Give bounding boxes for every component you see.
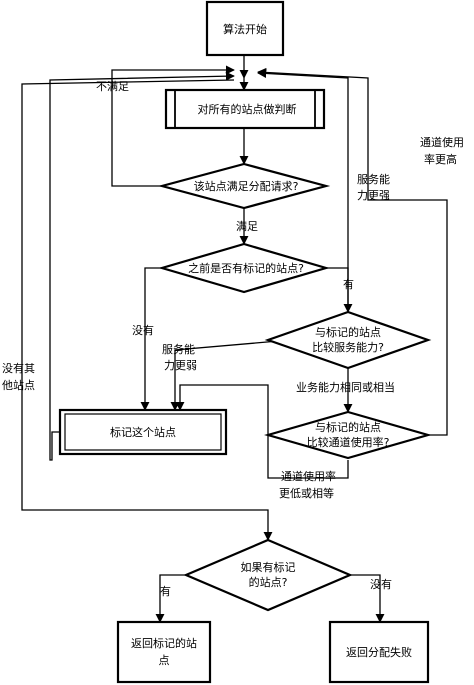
node-start — [205, 0, 285, 57]
edge-label-channel-lower-1: 通道使用率 — [281, 469, 336, 483]
edge-none-to-mark — [140, 267, 174, 411]
label-compare-service-1: 与标记的站点 — [315, 325, 381, 339]
node-satisfy-request — [157, 162, 331, 210]
edge-final-none — [345, 574, 385, 623]
edge-channel-lower-to-mark — [175, 384, 349, 479]
label-if-marked-2: 的站点? — [249, 575, 288, 589]
edge-final-has — [155, 574, 190, 623]
edge-label-has: 有 — [343, 277, 354, 291]
edge-label-weaker-1: 服务能 — [162, 342, 195, 356]
node-compare-channel — [264, 410, 432, 460]
edge-not-satisfy-loop — [111, 65, 235, 187]
edge-label-stronger-2: 力更强 — [357, 189, 390, 202]
node-compare-service — [264, 310, 432, 370]
node-has-marked-before — [158, 242, 330, 294]
edge-no-other-to-final — [21, 79, 273, 541]
edge-label-final-has: 有 — [160, 584, 171, 598]
node-mark-station — [58, 408, 228, 456]
label-return-fail: 返回分配失败 — [346, 645, 412, 659]
label-return-marked-1: 返回标记的站 — [131, 636, 197, 650]
edge-stronger-loop — [257, 68, 349, 316]
edge-label-channel-lower-2: 更低或相等 — [279, 486, 334, 500]
edge-label-stronger-1: 服务能 — [357, 172, 390, 186]
edge-label-not-satisfy: 不满足 — [96, 80, 129, 93]
edge-label-no-other-1: 没有其 — [2, 361, 35, 375]
label-return-marked-2: 点 — [159, 654, 170, 667]
node-mark-station-inner — [64, 413, 222, 451]
edge-channel-higher-loop — [257, 67, 448, 436]
label-compare-service-2: 比较服务能力? — [312, 340, 384, 354]
label-has-marked-before: 之前是否有标记的站点? — [188, 261, 304, 275]
node-return-fail — [328, 620, 430, 684]
edge-label-none: 没有 — [132, 323, 154, 337]
edge-label-no-other-2: 他站点 — [2, 378, 35, 392]
label-if-marked-1: 如果有标记 — [241, 560, 296, 574]
edge-weaker-to-mark — [170, 339, 291, 411]
label-compare-channel-2: 比较通道使用率? — [307, 435, 390, 449]
edge-label-channel-higher-2: 率更高 — [424, 152, 457, 166]
node-return-marked — [116, 620, 212, 684]
edge-label-final-none: 没有 — [370, 577, 392, 591]
label-compare-channel-1: 与标记的站点 — [315, 420, 381, 434]
edge-label-same-service: 业务能力相同或相当 — [296, 380, 395, 394]
edge-label-channel-higher-1: 通道使用 — [420, 135, 464, 149]
node-if-marked — [183, 538, 353, 612]
label-mark-station: 标记这个站点 — [110, 425, 176, 439]
node-judge-all — [164, 88, 326, 130]
label-judge-all: 对所有的站点做判断 — [198, 102, 297, 116]
edge-mark-loop — [49, 71, 235, 461]
edge-label-weaker-2: 力更弱 — [164, 359, 197, 372]
label-satisfy-request: 该站点满足分配请求? — [194, 179, 299, 193]
edge-label-satisfy: 满足 — [236, 220, 258, 233]
label-start: 算法开始 — [223, 22, 267, 36]
